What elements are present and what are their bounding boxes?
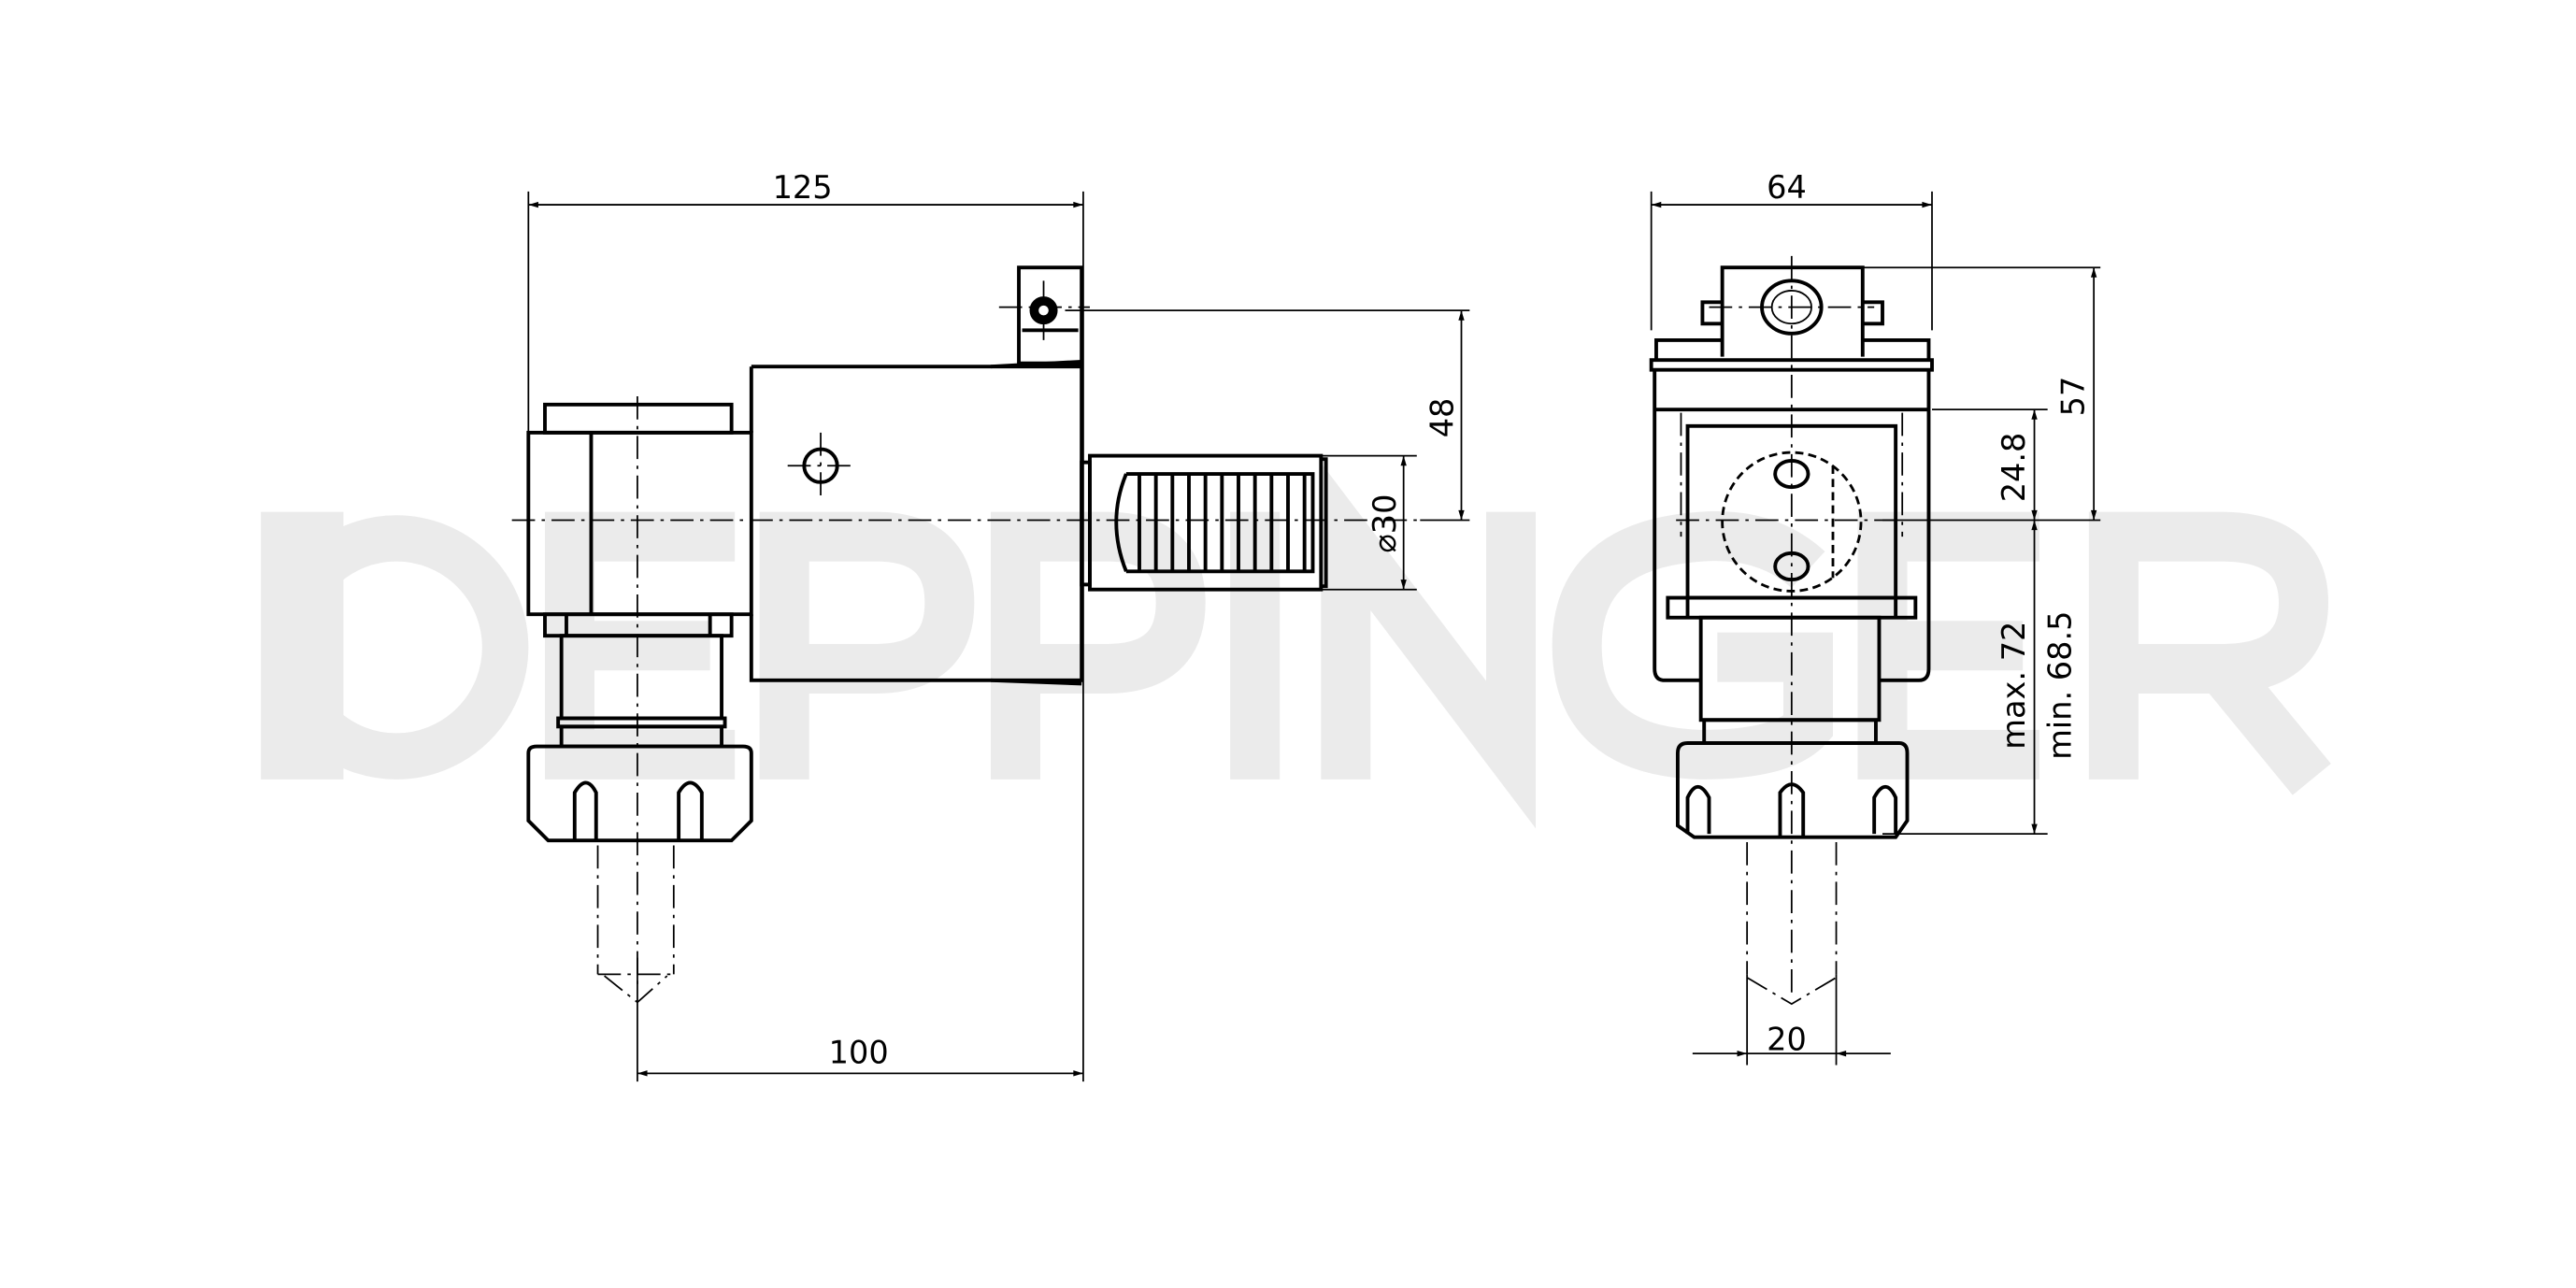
- dim-shank-diameter: ⌀30: [1367, 494, 1403, 553]
- front-view: 64 20 57 24.8 max. 72 min. 68.5: [1649, 169, 2101, 1066]
- side-view: 125 100 48 ⌀30: [511, 169, 1470, 1082]
- mounting-hole-icon: [802, 447, 839, 484]
- dim-max-length: max. 72: [1996, 622, 2032, 750]
- dim-height-top: 57: [2055, 377, 2092, 417]
- dim-min-length: min. 68.5: [2041, 611, 2078, 760]
- mounting-hole-icon: [1773, 551, 1810, 582]
- dim-overall-length: 125: [773, 169, 833, 206]
- dim-height-to-clamp: 48: [1424, 398, 1461, 438]
- eppinger-watermark: [261, 463, 2331, 829]
- dim-center-to-face: 100: [829, 1035, 889, 1071]
- dim-tool-diameter: 20: [1767, 1022, 1807, 1058]
- watermark-letters: [545, 463, 2331, 829]
- mounting-hole-icon: [1773, 458, 1810, 490]
- dim-center-to-body-top: 24.8: [1996, 433, 2032, 503]
- dim-width: 64: [1767, 169, 1807, 206]
